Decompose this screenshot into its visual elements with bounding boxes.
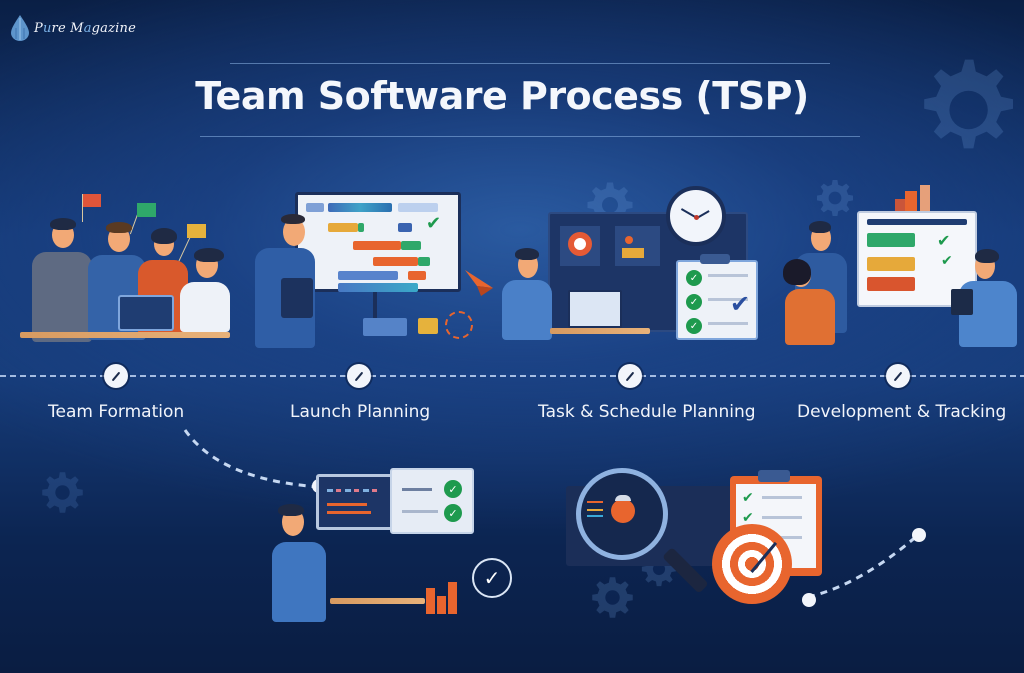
clipboard-icon bbox=[281, 278, 313, 318]
circle-check-icon: ✓ bbox=[472, 558, 512, 598]
tablet-icon bbox=[951, 289, 973, 315]
process-timeline bbox=[0, 375, 1024, 377]
title-divider-top bbox=[230, 63, 830, 64]
step-label-task-schedule: Task & Schedule Planning bbox=[538, 402, 756, 422]
check-icon: ✓ bbox=[686, 318, 702, 334]
gear-icon bbox=[817, 180, 853, 216]
illustration-task-schedule: ✓ ✓ ✓ ✔ bbox=[490, 180, 770, 350]
pie-chart-icon bbox=[568, 232, 592, 256]
brand-name: Pure Magazine bbox=[34, 20, 136, 36]
illustration-quality-review: ✓ ✓ ✓ bbox=[250, 460, 540, 640]
gear-icon bbox=[592, 577, 633, 618]
gear-icon bbox=[924, 59, 1013, 149]
laptop-icon bbox=[568, 290, 622, 328]
step-label-launch-planning: Launch Planning bbox=[290, 402, 431, 422]
timeline-node-development-tracking[interactable] bbox=[886, 364, 910, 388]
illustration-testing: ✔ ✔ bbox=[560, 460, 840, 640]
check-icon: ✓ bbox=[444, 480, 462, 498]
device-icon bbox=[363, 318, 407, 336]
bug-icon bbox=[611, 499, 635, 523]
check-icon: ✓ bbox=[686, 294, 702, 310]
step-label-development-tracking: Development & Tracking bbox=[797, 402, 1007, 422]
check-icon: ✔ bbox=[742, 510, 754, 526]
timeline-node-task-schedule[interactable] bbox=[618, 364, 642, 388]
code-monitor bbox=[316, 474, 396, 530]
target-icon bbox=[712, 524, 792, 604]
gear-icon bbox=[42, 472, 83, 513]
pencil-icon bbox=[893, 371, 903, 381]
water-drop-icon bbox=[11, 15, 29, 41]
check-icon: ✔ bbox=[742, 490, 754, 506]
pencil-icon bbox=[111, 371, 121, 381]
review-window: ✓ ✓ bbox=[390, 468, 474, 534]
flag-icon bbox=[82, 194, 83, 222]
check-icon: ✔ bbox=[937, 231, 951, 250]
path-node bbox=[912, 528, 926, 542]
flag-icon bbox=[137, 203, 156, 217]
status-board: ✔ ✔ bbox=[857, 211, 977, 307]
illustration-development-tracking: ✔ ✔ bbox=[775, 185, 1024, 350]
flag-icon bbox=[83, 194, 101, 207]
check-icon: ✔ bbox=[426, 213, 442, 234]
envelope-icon bbox=[418, 318, 438, 334]
magnifier-icon bbox=[576, 468, 668, 560]
dashed-path-left bbox=[183, 429, 321, 489]
laptop-icon bbox=[118, 295, 174, 331]
page-title: Team Software Process (TSP) bbox=[195, 74, 809, 118]
brand-logo[interactable]: Pure Magazine bbox=[10, 14, 136, 42]
dashed-path-right bbox=[807, 533, 919, 599]
step-label-team-formation: Team Formation bbox=[48, 402, 185, 422]
flag-icon bbox=[187, 224, 206, 238]
paper-plane-icon bbox=[465, 270, 493, 296]
timeline-node-team-formation[interactable] bbox=[104, 364, 128, 388]
illustration-launch-planning: ✔ bbox=[245, 188, 493, 348]
bar-chart-icon bbox=[905, 191, 917, 211]
illustration-team-formation bbox=[20, 190, 250, 342]
target-icon bbox=[445, 311, 473, 339]
check-icon: ✔ bbox=[941, 253, 953, 269]
pencil-icon bbox=[354, 371, 364, 381]
checklist-clipboard: ✓ ✓ ✓ ✔ bbox=[676, 260, 758, 340]
gantt-board: ✔ bbox=[295, 192, 461, 292]
bar-chart-icon bbox=[426, 588, 435, 614]
pencil-icon bbox=[625, 371, 635, 381]
check-icon: ✓ bbox=[444, 504, 462, 522]
check-icon: ✓ bbox=[686, 270, 702, 286]
clock-icon bbox=[666, 186, 726, 246]
path-node bbox=[802, 593, 816, 607]
timeline-node-launch-planning[interactable] bbox=[347, 364, 371, 388]
check-icon: ✔ bbox=[730, 290, 751, 318]
title-divider-bottom bbox=[200, 136, 860, 137]
